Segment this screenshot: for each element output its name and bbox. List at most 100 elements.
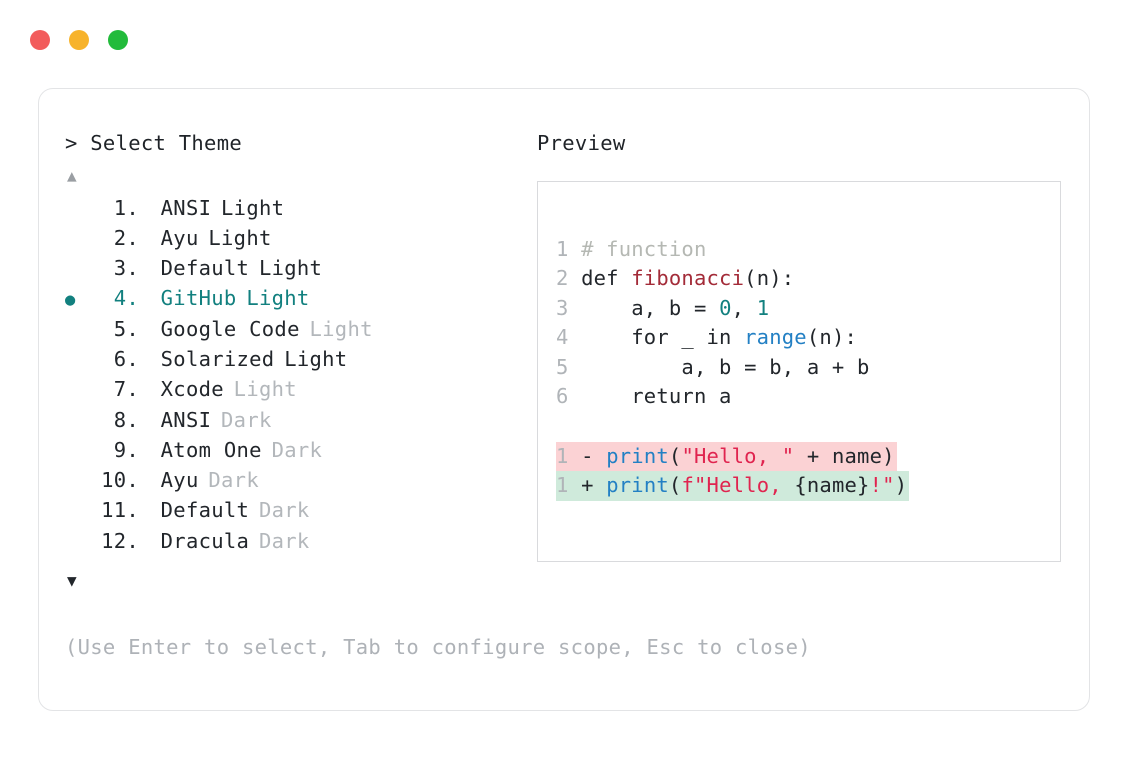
prompt-label: > Select Theme <box>65 131 242 155</box>
theme-variant: Dark <box>258 498 310 523</box>
theme-number-spacer <box>139 317 161 341</box>
theme-number-spacer <box>139 529 161 553</box>
theme-option-2[interactable]: 2. Ayu Light <box>65 226 535 256</box>
theme-name: Default <box>160 256 250 281</box>
code-token-call: print <box>606 443 669 468</box>
theme-number-spacer <box>139 438 161 462</box>
code-token-plain: ) <box>894 473 908 498</box>
code-line-4: 4 for _ in range(n): <box>556 323 1058 353</box>
diff-marker-plus: + <box>568 473 607 498</box>
theme-variant: Light <box>309 316 373 341</box>
theme-number: 6. <box>113 346 139 371</box>
code-line-5: 5 a, b = b, a + b <box>556 353 1058 383</box>
code-token-number: 1 <box>756 295 770 320</box>
preview-panel: Preview 1 # function 2 def fibonacci(n):… <box>537 133 1067 562</box>
theme-options-list: 1. ANSI Light 2. Ayu Light 3. Defa <box>65 196 535 560</box>
code-token-plain: a, b = b, a + b <box>568 354 870 379</box>
theme-number: 8. <box>113 407 139 432</box>
code-token-plain: (n): <box>744 266 795 291</box>
theme-number-spacer <box>139 196 161 220</box>
selection-bullet: ● <box>65 290 76 311</box>
theme-name: Ayu <box>160 468 199 493</box>
code-token-plain: ( <box>668 443 682 468</box>
theme-variant: Light <box>246 286 310 311</box>
maximize-dot[interactable] <box>108 30 128 50</box>
theme-variant: Light <box>258 256 323 281</box>
theme-number: 4. <box>113 286 139 311</box>
code-token-builtin: range <box>744 325 807 350</box>
code-token-function-name: fibonacci <box>631 266 745 291</box>
scroll-up-arrow[interactable]: ▲ <box>67 165 77 185</box>
code-token-string: "Hello, <box>694 473 795 498</box>
theme-variant: Dark <box>208 468 259 493</box>
code-token-call: print <box>606 473 669 498</box>
line-number: 3 <box>556 295 569 320</box>
code-token-fstring-prefix: f <box>681 473 694 498</box>
theme-option-10[interactable]: 10. Ayu Dark <box>65 468 535 498</box>
window-traffic-lights <box>30 30 128 50</box>
theme-name: GitHub <box>160 286 237 311</box>
theme-option-5[interactable]: 5. Google Code Light <box>65 317 535 347</box>
theme-number-spacer <box>139 286 161 310</box>
theme-variant: Dark <box>221 407 272 432</box>
line-number: 4 <box>556 325 569 350</box>
minimize-dot[interactable] <box>69 30 89 50</box>
line-number: 2 <box>556 266 569 291</box>
code-token-string: "Hello, " <box>681 443 795 468</box>
scroll-down-arrow[interactable]: ▼ <box>67 571 77 591</box>
theme-name: Default <box>160 498 250 523</box>
theme-number-spacer <box>139 468 161 492</box>
theme-name: ANSI <box>160 407 212 432</box>
diff-line-number: 1 <box>556 443 569 468</box>
close-dot[interactable] <box>30 30 50 50</box>
theme-number: 9. <box>113 437 139 462</box>
theme-option-4-selected[interactable]: ● 4. GitHub Light <box>65 286 535 316</box>
theme-variant: Dark <box>258 528 310 553</box>
preview-title: Preview <box>537 131 626 155</box>
theme-number: 10. <box>101 468 139 493</box>
theme-variant: Light <box>233 377 297 402</box>
theme-option-7[interactable]: 7. Xcode Light <box>65 377 535 407</box>
theme-option-6[interactable]: 6. Solarized Light <box>65 347 535 377</box>
diff-line-removed: 1 - print("Hello, " + name) <box>556 441 1058 472</box>
theme-name: Ayu <box>160 225 199 250</box>
code-preview: 1 # function 2 def fibonacci(n): 3 a, b … <box>556 235 1058 501</box>
theme-number-spacer <box>139 347 161 371</box>
code-token-plain: + name) <box>794 443 895 468</box>
code-token-interpolation: {name} <box>794 473 870 498</box>
code-token-comment: # function <box>568 236 707 261</box>
theme-name: Atom One <box>160 437 262 462</box>
code-token-plain: (n): <box>806 325 858 350</box>
theme-picker-card: > Select Theme ▲ 1. ANSI Light 2. Ayu Li… <box>38 88 1090 711</box>
theme-number-spacer <box>139 377 161 401</box>
theme-option-12[interactable]: 12. Dracula Dark <box>65 529 535 559</box>
theme-option-3[interactable]: 3. Default Light <box>65 256 535 286</box>
theme-number-spacer <box>139 226 161 250</box>
code-token-plain: ( <box>668 473 682 498</box>
theme-name: Solarized <box>160 346 275 371</box>
theme-name: ANSI <box>160 195 212 220</box>
theme-option-11[interactable]: 11. Default Dark <box>65 498 535 528</box>
theme-name: Dracula <box>160 528 250 553</box>
keyboard-hint-text: (Use Enter to select, Tab to configure s… <box>65 635 811 659</box>
code-token-plain: for _ in <box>568 325 745 350</box>
code-line-1: 1 # function <box>556 235 1058 265</box>
theme-number: 11. <box>101 498 139 523</box>
line-number: 5 <box>556 354 569 379</box>
theme-option-8[interactable]: 8. ANSI Dark <box>65 408 535 438</box>
code-line-6: 6 return a <box>556 382 1058 412</box>
code-token-plain: , <box>731 295 757 320</box>
theme-variant: Light <box>208 225 272 250</box>
theme-option-1[interactable]: 1. ANSI Light <box>65 196 535 226</box>
line-number: 6 <box>556 384 569 409</box>
code-token-string: !" <box>869 473 895 498</box>
theme-list-panel: > Select Theme ▲ 1. ANSI Light 2. Ayu Li… <box>65 133 535 591</box>
theme-name: Google Code <box>160 316 300 341</box>
code-blank-line <box>556 412 1058 442</box>
code-token-plain: a, b = <box>568 295 720 320</box>
code-token-plain: return a <box>568 384 732 409</box>
theme-variant: Dark <box>271 437 323 462</box>
code-token-number: 0 <box>719 295 732 320</box>
code-line-2: 2 def fibonacci(n): <box>556 264 1058 294</box>
theme-option-9[interactable]: 9. Atom One Dark <box>65 438 535 468</box>
